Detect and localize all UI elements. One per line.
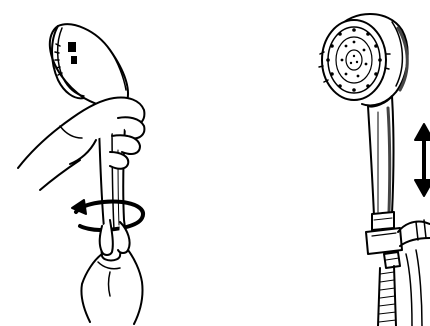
lower-hand-icon [81,220,142,324]
up-down-arrow-icon [415,124,430,196]
handle-front-view [368,96,394,230]
left-panel [18,24,144,324]
right-panel [319,14,430,326]
shower-head-front-view-icon [319,14,408,106]
upper-hand-icon [18,98,144,191]
shower-head-side-view-icon [50,24,128,108]
